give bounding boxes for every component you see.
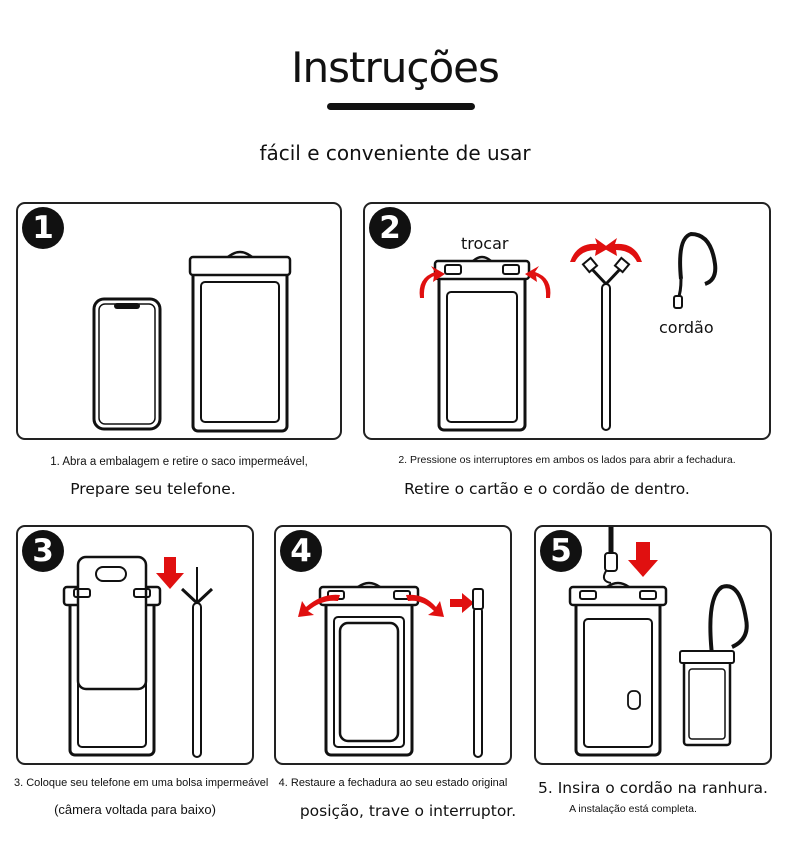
waterproof-pouch-icon [188,250,292,433]
waterproof-pouch-icon [433,255,531,432]
step-5-caption-line1: 5. Insira o cordão na ranhura. [538,779,768,797]
step-4-caption-line2: posição, trave o interruptor. [299,802,517,820]
lanyard-icon [673,231,718,309]
step-1-caption-line1: 1. Abra a embalagem e retire o saco impe… [50,456,308,468]
step-4-caption-line1: 4. Restaure a fechadura ao seu estado or… [278,777,508,789]
step-2-badge: 2 [369,207,411,249]
pouch-edge-icon [581,256,631,431]
step-2-panel: 2 trocar cordão [363,202,771,440]
waterproof-pouch-icon [318,581,420,757]
lanyard-icon [602,527,618,584]
page-title: Instruções [291,43,500,92]
waterproof-pouch-icon [568,581,668,757]
red-arrow-icon [156,557,184,589]
red-arrow-icon [628,542,658,577]
step-2-caption-line2: Retire o cartão e o cordão de dentro. [404,480,690,498]
step-3-caption-line1: 3. Coloque seu telefone em uma bolsa imp… [14,777,269,789]
step-2-illustration [419,231,718,432]
step-5-badge: 5 [540,530,582,572]
step-5-illustration [568,527,749,757]
step-4-illustration [298,581,484,758]
step-2-caption-line1: 2. Pressione os interruptores em ambos o… [398,454,736,466]
lanyard-label: cordão [659,318,714,337]
step-1-caption-line2: Prepare seu telefone. [70,480,236,498]
pouch-edge-icon [472,588,484,758]
waterproof-pouch-icon [62,555,162,757]
step-3-illustration [62,555,214,758]
step-4-panel: 4 [274,525,512,765]
phone-icon [92,297,162,431]
waterproof-pouch-icon [679,650,735,747]
step-5-panel: 5 [534,525,772,765]
step-3-panel: 3 [16,525,254,765]
page-subtitle: fácil e conveniente de usar [259,141,531,165]
red-arrow-icon [419,238,642,298]
step-3-badge: 3 [22,530,64,572]
title-underline [327,103,475,110]
lanyard-icon [708,584,749,656]
step-5-caption-line2: A instalação está completa. [569,803,697,815]
step-3-caption-line2: (câmera voltada para baixo) [54,802,216,817]
step-1-badge: 1 [22,207,64,249]
switch-label: trocar [461,234,509,253]
red-arrow-icon [298,593,474,617]
step-1-illustration [92,250,292,433]
step-4-badge: 4 [280,530,322,572]
pouch-edge-icon [180,567,214,758]
step-1-panel: 1 [16,202,342,440]
